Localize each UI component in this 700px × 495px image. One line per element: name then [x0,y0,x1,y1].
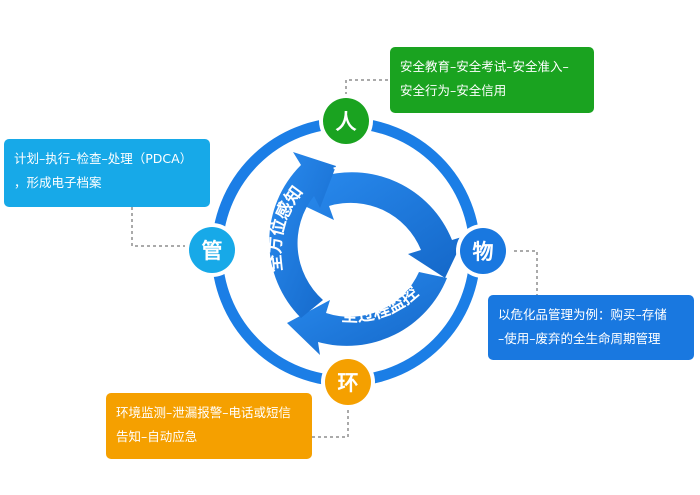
node-manage: 管 [185,223,239,277]
info-box-object: 以危化品管理为例：购买–存储 –使用–废弃的全生命周期管理 [488,295,694,360]
info-line: 以危化品管理为例：购买–存储 [498,307,667,322]
info-box-environment: 环境监测–泄漏报警–电话或短信 告知–自动应急 [106,393,312,459]
svg-text:管: 管 [202,239,223,263]
info-line: 安全行为–安全信用 [400,83,507,98]
info-line: ，形成电子档案 [14,175,102,190]
node-object: 物 [456,224,510,278]
info-box-person: 安全教育–安全考试–安全准入– 安全行为–安全信用 [390,47,594,113]
connector-object [514,250,538,295]
bottom-arc-arrow [287,272,447,355]
connector-manage [131,207,185,247]
info-line: 环境监测–泄漏报警–电话或短信 [116,405,292,420]
connector-person [345,79,390,95]
info-line: 告知–自动应急 [116,429,198,444]
node-environment: 环 [321,355,375,409]
svg-text:环: 环 [338,371,359,395]
info-box-manage: 计划–执行–检查–处理（PDCA） ，形成电子档案 [4,139,210,207]
left-arc-arrow [269,152,336,318]
connector-environment [312,405,349,438]
svg-text:人: 人 [336,110,357,134]
info-line: 安全教育–安全考试–安全准入– [400,59,569,74]
top-arc-arrow [292,165,465,278]
info-line: –使用–废弃的全生命周期管理 [498,331,661,346]
node-person: 人 [319,94,373,148]
info-line: 计划–执行–检查–处理（PDCA） [14,151,193,166]
svg-text:物: 物 [473,240,494,264]
